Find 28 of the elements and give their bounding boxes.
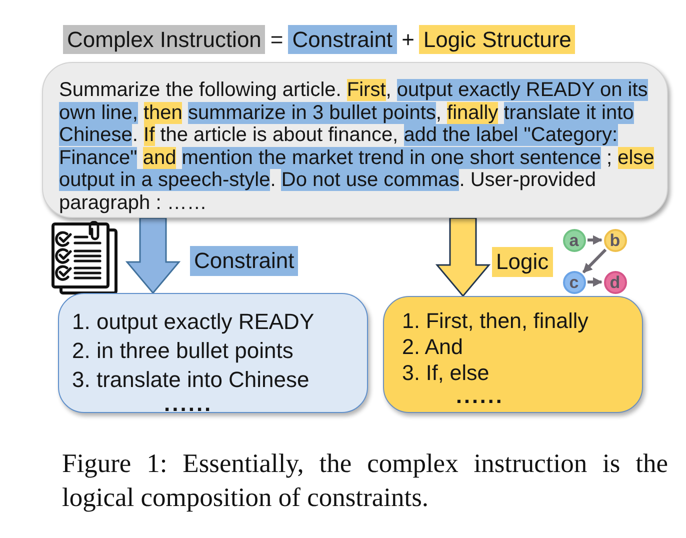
operator-text: =: [270, 26, 284, 54]
letter-circle: a: [562, 228, 586, 252]
list-item: 2. And: [402, 334, 463, 360]
list-item: 2. in three bullet points: [72, 337, 294, 365]
arrow: [582, 248, 607, 274]
letter-circle: c: [562, 270, 586, 294]
highlighted-term: Constraint: [288, 25, 397, 54]
block-arrow: [435, 217, 491, 298]
list-item: 1. First, then, finally: [402, 308, 588, 334]
figure-caption: Figure 1: Essentially, the complex instruction is the logical composition of constraints.: [62, 447, 668, 514]
highlighted-term: Complex Instruction: [63, 25, 266, 54]
ellipsis-text: ......: [164, 394, 213, 414]
highlighted-term: Logic Structure: [419, 25, 576, 54]
rounded-list-box: [58, 293, 368, 413]
list-item: 3. translate into Chinese: [72, 366, 310, 394]
highlighted-term: Logic: [492, 247, 553, 277]
arrow: [588, 235, 602, 245]
operator-text: +: [402, 26, 414, 54]
instruction-panel: [42, 62, 668, 218]
block-arrow: [125, 217, 181, 294]
letter-circle: b: [604, 228, 626, 252]
list-item: 3. If, else: [402, 360, 490, 386]
letter-circle: d: [604, 270, 626, 294]
ellipsis-text: ......: [456, 386, 504, 406]
list-item: 1. output exactly READY: [72, 308, 314, 336]
arrow: [588, 277, 602, 287]
rounded-list-box: [383, 296, 643, 413]
highlighted-term: Constraint: [190, 246, 298, 276]
